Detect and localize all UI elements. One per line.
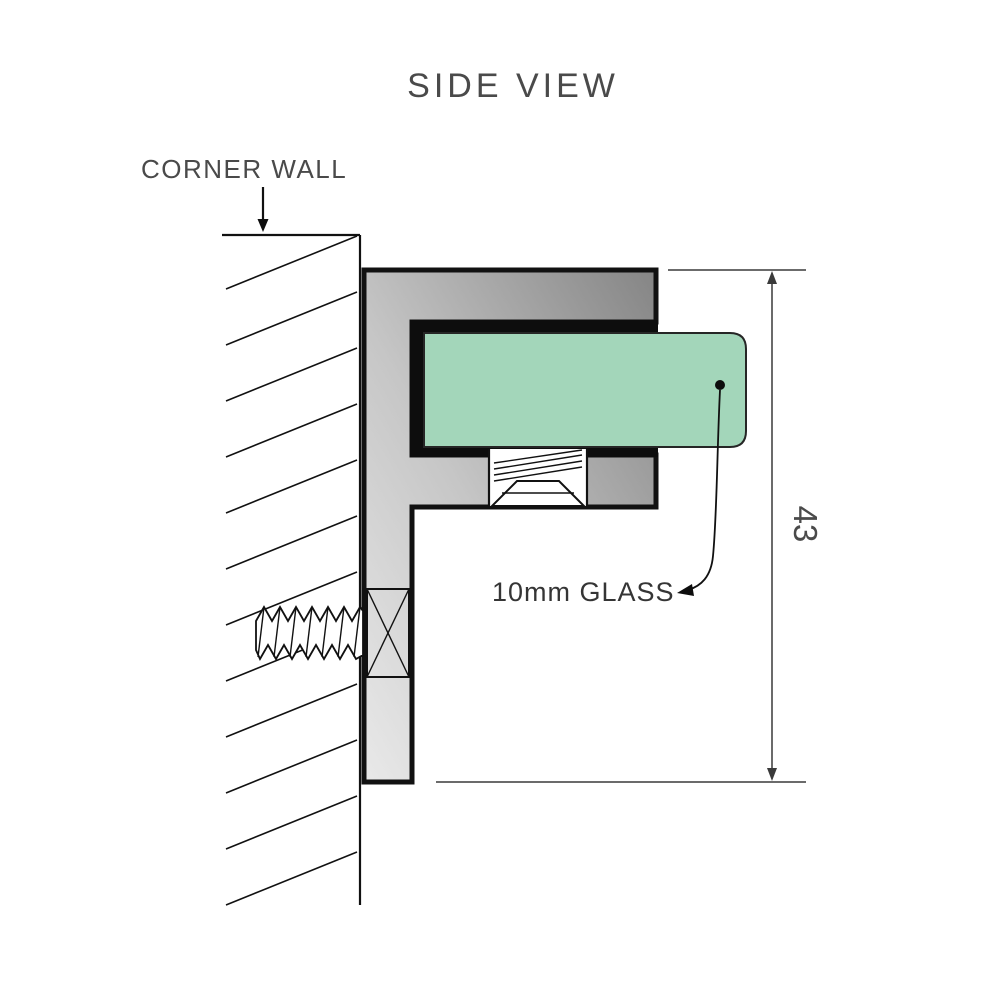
dimension-arrow-up xyxy=(767,271,777,284)
grub-screw-assembly xyxy=(487,449,589,507)
wall-hatching xyxy=(225,235,358,906)
corner-wall-label: CORNER WALL xyxy=(141,154,347,184)
drawing-title: SIDE VIEW xyxy=(407,67,619,105)
thread-lines xyxy=(257,606,361,658)
glass-callout: 10mm GLASS xyxy=(492,380,725,607)
fixing-screw xyxy=(255,588,410,678)
glass-panel xyxy=(423,332,747,448)
glass-label: 10mm GLASS xyxy=(492,577,675,607)
screw-head xyxy=(366,588,410,678)
wall-section xyxy=(222,233,362,906)
leader-line xyxy=(687,389,721,591)
dimension-43: 43 xyxy=(436,269,824,783)
dimension-arrow-down xyxy=(767,768,777,781)
corner-wall-arrow xyxy=(257,187,269,232)
leader-arrow xyxy=(677,584,694,596)
leader-dot xyxy=(715,380,725,390)
spring-coils xyxy=(493,449,583,482)
dimension-label: 43 xyxy=(787,506,824,543)
